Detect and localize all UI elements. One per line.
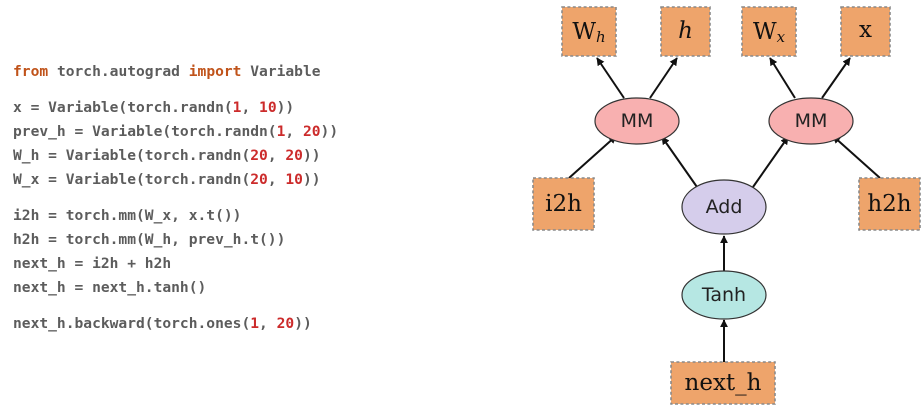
code-text: , (285, 123, 303, 140)
edge-h2h-to-mm-right (832, 135, 881, 179)
code-text: h2h = torch.mm(W_h, prev_h.t()) (13, 231, 286, 248)
edge-i2h-to-mm-left (568, 135, 617, 179)
code-text: next_h.backward(torch.ones( (13, 315, 251, 332)
code-line: from torch.autograd import Variable (13, 60, 513, 84)
code-line: next_h = i2h + h2h (13, 252, 513, 276)
code-text: )) (294, 315, 312, 332)
box-x: x (840, 6, 891, 57)
code-line: x = Variable(torch.randn(1, 10)) (13, 96, 513, 120)
code-number: 10 (285, 171, 303, 188)
op-tanh-label: Tanh (701, 284, 746, 306)
op-mm-right: MM (768, 97, 854, 145)
box-i2h-label: i2h (545, 191, 582, 217)
box-wh: Wh (561, 6, 617, 57)
edge-mm-left-to-wh (596, 57, 625, 99)
op-add-label: Add (706, 196, 743, 218)
box-h2h: h2h (858, 177, 921, 231)
code-line: next_h = next_h.tanh() (13, 276, 513, 300)
code-text: x = Variable(torch.randn( (13, 99, 233, 116)
op-mm-right-label: MM (795, 110, 828, 132)
svg-text:Wh: Wh (572, 19, 605, 46)
code-text: Variable (241, 63, 321, 80)
box-wh-label: W (572, 19, 596, 45)
code-text: next_h = i2h + h2h (13, 255, 172, 272)
op-tanh: Tanh (681, 270, 767, 320)
code-line: next_h.backward(torch.ones(1, 20)) (13, 312, 513, 336)
code-line: h2h = torch.mm(W_h, prev_h.t()) (13, 228, 513, 252)
code-text: W_x = Variable(torch.randn( (13, 171, 251, 188)
code-number: 20 (250, 171, 268, 188)
box-x-label: x (859, 17, 872, 43)
code-number: 20 (285, 147, 303, 164)
code-text: )) (302, 171, 321, 188)
box-wx: Wx (741, 6, 797, 57)
code-text: )) (276, 99, 295, 116)
box-wh-subscript: h (596, 28, 606, 46)
box-next-h-label: next_h (685, 370, 762, 396)
box-h: h (660, 6, 711, 57)
box-wx-label: W (753, 19, 777, 45)
code-text: , (259, 315, 277, 332)
code-line: W_h = Variable(torch.randn(20, 20)) (13, 144, 513, 168)
edge-mm-right-to-wx (769, 57, 796, 99)
code-number: 1 (276, 123, 286, 140)
edge-mm-right-to-x (821, 57, 851, 99)
code-number: 1 (250, 315, 260, 332)
box-i2h: i2h (532, 177, 595, 231)
box-next-h: next_h (670, 361, 776, 405)
code-text: i2h = torch.mm(W_x, x.t()) (13, 207, 242, 224)
box-wx-subscript: x (777, 28, 786, 46)
code-text: , (267, 147, 286, 164)
code-number: 1 (232, 99, 242, 116)
code-line: i2h = torch.mm(W_x, x.t()) (13, 204, 513, 228)
code-number: 20 (302, 123, 321, 140)
edge-add-to-mm-right (752, 136, 789, 188)
code-text: , (267, 171, 286, 188)
code-number: 20 (250, 147, 268, 164)
graph-edges (568, 57, 881, 362)
box-h2h-label: h2h (867, 191, 911, 217)
code-keyword: import (188, 63, 242, 80)
code-number: 20 (276, 315, 295, 332)
code-text: next_h = next_h.tanh() (13, 279, 207, 296)
code-block: from torch.autograd import Variable x = V… (13, 60, 513, 336)
code-text: )) (302, 147, 321, 164)
op-mm-left: MM (594, 97, 680, 145)
edge-mm-left-to-h (649, 57, 678, 99)
box-h-label: h (678, 18, 693, 44)
op-add: Add (681, 179, 767, 235)
code-keyword: from (13, 63, 49, 80)
svg-text:Wx: Wx (753, 19, 786, 46)
code-text: prev_h = Variable(torch.randn( (13, 123, 277, 140)
code-line: W_x = Variable(torch.randn(20, 10)) (13, 168, 513, 192)
code-text: , (241, 99, 260, 116)
code-text: )) (320, 123, 339, 140)
edge-add-to-mm-left (661, 136, 698, 188)
code-number: 10 (259, 99, 277, 116)
op-mm-left-label: MM (621, 110, 654, 132)
code-text: W_h = Variable(torch.randn( (13, 147, 251, 164)
code-text: torch.autograd (48, 63, 189, 80)
code-line: prev_h = Variable(torch.randn(1, 20)) (13, 120, 513, 144)
